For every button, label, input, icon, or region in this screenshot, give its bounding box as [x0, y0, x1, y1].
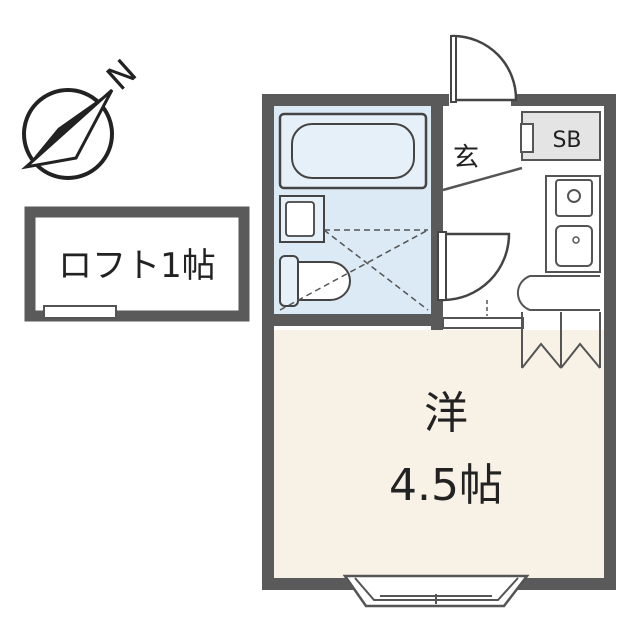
entrance-door-leaf — [450, 35, 457, 103]
bay-window — [342, 574, 530, 608]
apartment: SB 玄 — [262, 34, 616, 608]
washbasin-bowl — [285, 201, 315, 237]
loft-wall — [24, 206, 250, 322]
loft-box: ロフト1帖 — [24, 206, 250, 322]
bathroom-door — [441, 232, 511, 302]
kitchen-wall-stub — [442, 317, 524, 329]
entrance-door — [451, 34, 518, 102]
bath-wall-bottom — [268, 314, 443, 326]
closet-doors — [521, 312, 601, 369]
loft-label: ロフト1帖 — [58, 246, 216, 286]
shoe-box-label: SB — [552, 128, 581, 153]
compass-needle-tail — [21, 88, 114, 170]
entrance-step — [442, 166, 523, 192]
main-room-size-label: 4.5帖 — [389, 460, 503, 511]
toilet-tank — [279, 255, 299, 307]
sink-drain — [572, 236, 580, 244]
entrance-label: 玄 — [453, 143, 479, 173]
kitchen-sink — [555, 225, 593, 267]
compass: N — [21, 52, 145, 180]
bathroom-door-leaf — [437, 231, 447, 301]
bathroom-dashed-lines — [279, 229, 429, 311]
stove — [555, 179, 593, 217]
appliance-space — [516, 275, 600, 311]
compass-north-label: N — [99, 52, 145, 99]
bathtub-inner — [291, 123, 415, 179]
toilet-bowl — [297, 261, 351, 301]
loft-ladder-opening — [43, 305, 117, 319]
shoe-box — [521, 111, 601, 161]
main-room-type-label: 洋 — [424, 388, 468, 439]
stove-burner — [567, 189, 581, 203]
shoe-box-door — [520, 123, 534, 153]
main-room-floor — [274, 330, 604, 578]
